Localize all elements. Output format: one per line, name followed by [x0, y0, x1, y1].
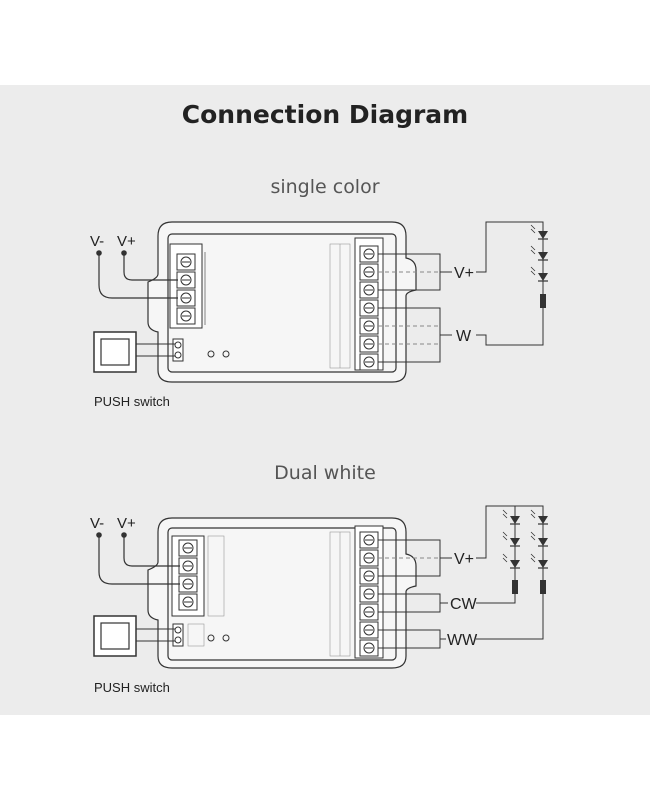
section-label-dual-white: Dual white — [274, 462, 376, 484]
switch-label: PUSH switch — [94, 394, 170, 409]
output-label-cw: CW — [450, 596, 478, 613]
push-switch — [93, 615, 175, 657]
led-string-cw — [502, 509, 521, 594]
page-title: Connection Diagram — [181, 100, 469, 129]
output-label-ww: WW — [447, 632, 478, 649]
input-wires — [96, 532, 180, 585]
switch-connector — [172, 623, 205, 647]
input-wires — [96, 250, 178, 299]
output-label-v-plus: V+ — [454, 265, 474, 282]
input-label-v-minus: V- — [90, 515, 104, 532]
output-label-v-plus: V+ — [454, 551, 474, 568]
switch-connector — [172, 338, 184, 362]
input-label-v-minus: V- — [90, 233, 104, 250]
output-wires — [378, 221, 544, 363]
section-label-single-color: single color — [270, 176, 380, 198]
output-terminal-block — [329, 237, 384, 371]
led-string-ww — [530, 509, 549, 594]
single-color-diagram: V- V+ V+ W PUSH switch — [90, 221, 549, 409]
output-terminal-block — [329, 525, 384, 659]
dual-white-diagram: V- V+ V+ CW WW PUSH switch — [90, 505, 549, 695]
input-label-v-plus: V+ — [117, 515, 136, 532]
output-wires — [378, 505, 544, 649]
switch-label: PUSH switch — [94, 680, 170, 695]
input-terminal-block — [169, 243, 206, 329]
push-switch — [93, 331, 175, 373]
led-string — [530, 224, 549, 308]
input-terminal-block — [171, 535, 225, 617]
output-label-w: W — [456, 328, 472, 345]
controller-box — [147, 221, 417, 383]
input-label-v-plus: V+ — [117, 233, 136, 250]
